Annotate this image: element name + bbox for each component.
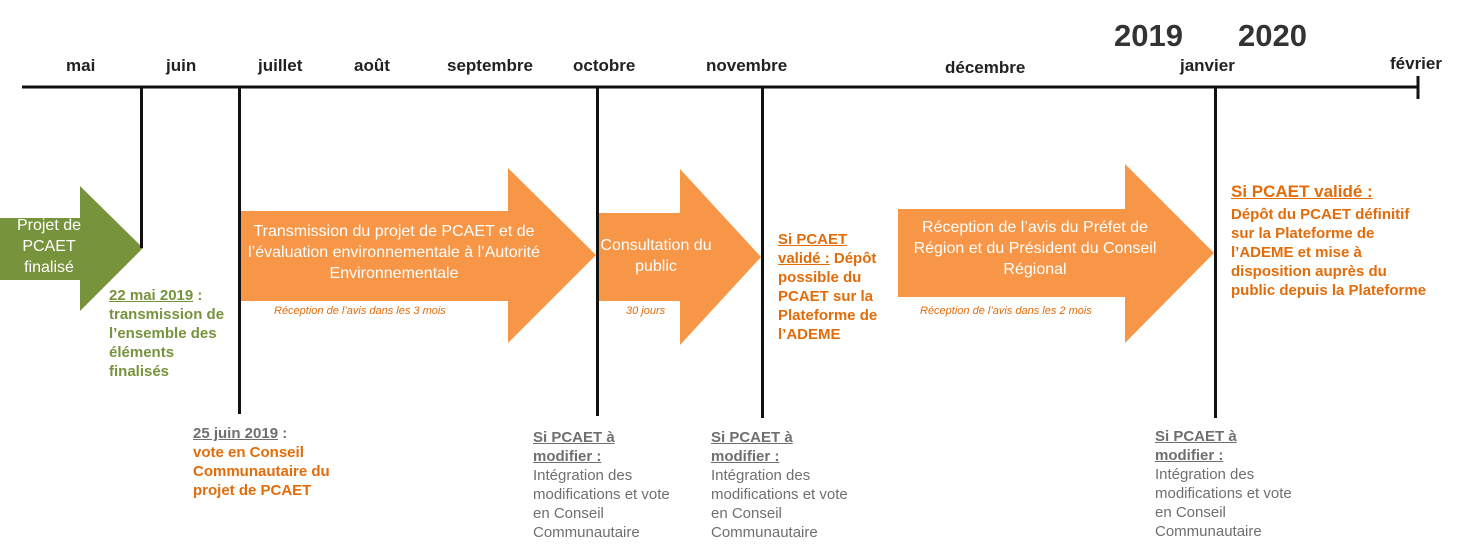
note-22-mai-date: 22 mai 2019: [109, 287, 194, 304]
note-jan-valide: Si PCAET validé : Dépôt du PCAET définit…: [1231, 182, 1431, 300]
month-juin: juin: [166, 56, 197, 75]
arrow-reception-sub: Réception de l’avis dans les 2 mois: [920, 305, 1092, 317]
note-jan-modifier: Si PCAET à modifier : Intégration des mo…: [1155, 427, 1295, 541]
note-nov-modifier-head: Si PCAET à modifier :: [711, 429, 793, 465]
month-novembre: novembre: [706, 56, 788, 75]
arrow-consultation-sub: 30 jours: [626, 305, 666, 317]
arrow-transmission-sub: Réception de l’avis dans les 3 mois: [274, 305, 446, 317]
note-jan-valide-body: Dépôt du PCAET définitif sur la Platefor…: [1231, 206, 1427, 299]
arrow-reception: [898, 164, 1214, 343]
arrow-projet-finalise: [0, 186, 143, 311]
note-oct-modifier: Si PCAET à modifier : Intégration des mo…: [533, 428, 673, 542]
note-25-juin-date: 25 juin 2019: [193, 425, 279, 442]
arrow-consultation: [597, 169, 761, 345]
note-oct-modifier-head: Si PCAET à modifier :: [533, 429, 615, 465]
arrow-reception-label: Réception de l’avis du Préfet de Région …: [913, 219, 1157, 278]
note-nov-modifier-body: Intégration des modifications et vote en…: [711, 467, 848, 541]
month-aout: août: [354, 56, 390, 75]
marker-november: [761, 88, 764, 418]
month-fevrier: février: [1390, 54, 1442, 73]
note-22-mai-sep: :: [193, 287, 203, 304]
year-2019: 2019: [1114, 18, 1183, 53]
month-octobre: octobre: [573, 56, 636, 75]
note-22-mai: 22 mai 2019 : transmission de l’ensemble…: [109, 286, 225, 381]
arrow-consultation-label: Consultation du public: [600, 237, 712, 275]
arrow-transmission: [240, 168, 596, 343]
marker-may: [140, 88, 143, 248]
note-nov-valide-head: Si PCAET validé :: [778, 231, 848, 267]
arrow-transmission-label: Transmission du projet de PCAET et de l’…: [248, 223, 540, 282]
note-nov-valide-body: Dépôt possible du PCAET sur la Plateform…: [778, 250, 878, 343]
note-jan-valide-head: Si PCAET validé :: [1231, 182, 1373, 201]
month-decembre: décembre: [945, 58, 1026, 77]
note-jan-modifier-body: Intégration des modifications et vote en…: [1155, 466, 1292, 540]
marker-october: [596, 88, 599, 416]
note-22-mai-body: transmission de l’ensemble des éléments …: [109, 306, 225, 380]
marker-january: [1214, 88, 1217, 418]
year-2020: 2020: [1238, 18, 1307, 53]
note-25-juin-sep: :: [278, 425, 288, 442]
month-septembre: septembre: [447, 56, 533, 75]
month-janvier: janvier: [1180, 56, 1235, 75]
note-25-juin: 25 juin 2019 : vote en Conseil Communaut…: [193, 424, 333, 500]
note-oct-modifier-body: Intégration des modifications et vote en…: [533, 467, 670, 541]
month-mai: mai: [66, 56, 96, 75]
arrow-projet-label: Projet de PCAET finalisé: [16, 217, 82, 276]
note-25-juin-body: vote en Conseil Communautaire du projet …: [193, 444, 330, 499]
note-nov-valide: Si PCAET validé : Dépôt possible du PCAE…: [778, 230, 890, 344]
note-nov-modifier: Si PCAET à modifier : Intégration des mo…: [711, 428, 851, 542]
marker-june: [238, 88, 241, 414]
note-jan-modifier-head: Si PCAET à modifier :: [1155, 428, 1237, 464]
month-juillet: juillet: [258, 56, 303, 75]
